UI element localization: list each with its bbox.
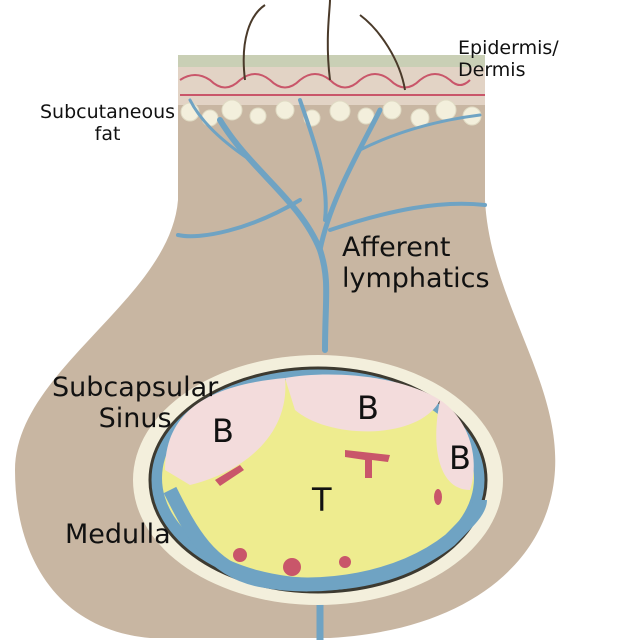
label-subcapsular-sinus: Subcapsular Sinus [52,372,219,435]
blood-vessels [215,450,442,576]
b-follicle-top [285,374,440,432]
b-follicle-left [165,378,286,485]
label-b-follicle-right: B [449,439,471,477]
label-epidermis-dermis: Epidermis/ Dermis [458,37,559,81]
label-subcutaneous-fat: Subcutaneous fat [40,101,176,145]
lymphatic-vessels [176,98,487,640]
b-follicle-right [436,400,474,490]
label-t-zone: T [312,481,332,519]
label-afferent-lymphatics: Afferent lymphatics [342,232,490,295]
label-b-follicle-left: B [212,412,234,450]
dermis-layer [178,67,485,105]
label-medulla: Medulla [65,519,171,550]
medulla-sinuses [163,486,487,592]
hair-follicles [242,0,406,91]
label-b-follicle-top: B [357,389,379,427]
epidermis-layer [178,55,485,67]
